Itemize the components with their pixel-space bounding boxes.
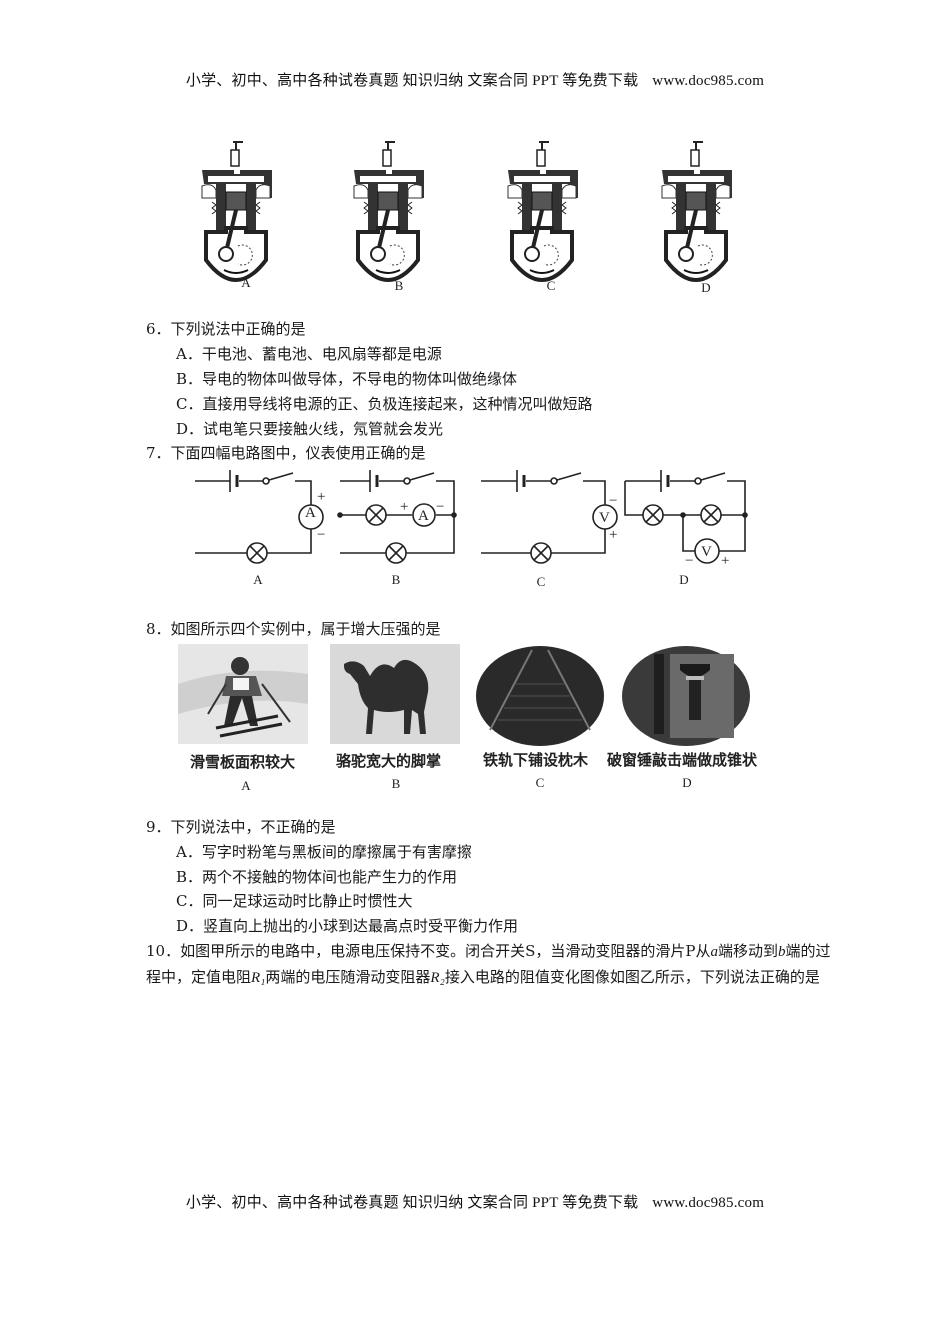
circuit-label-d: D xyxy=(679,572,689,587)
q6-stem: 6．下列说法中正确的是 xyxy=(146,320,306,338)
svg-text:−: − xyxy=(317,527,325,543)
footer-text: 小学、初中、高中各种试卷真题 知识归纳 文案合同 PPT 等免费下载 xyxy=(185,1195,639,1211)
var-a: a xyxy=(710,944,718,960)
q10-stem: 10．如图甲所示的电路中，电源电压保持不变。闭合开关S，当滑动变阻器的滑片P从a… xyxy=(146,942,831,986)
photo-label-a: A xyxy=(241,778,251,793)
svg-text:−: − xyxy=(436,499,444,515)
camel-photo-icon xyxy=(330,644,460,744)
svg-text:V: V xyxy=(701,544,712,560)
svg-text:+: + xyxy=(317,489,325,505)
photo-caption-d: 破窗锤敲击端做成锥状 xyxy=(607,751,758,769)
q9-option-c: C．同一足球运动时比静止时惯性大 xyxy=(176,892,413,910)
header-url: www.doc985.com xyxy=(652,73,765,89)
q9-option-d: D．竖直向上抛出的小球到达最高点时受平衡力作用 xyxy=(176,917,519,935)
circuit-label-a: A xyxy=(253,572,263,587)
var-r2: R₂ xyxy=(430,970,445,986)
photo-caption-b: 骆驼宽大的脚掌 xyxy=(336,752,442,770)
svg-text:V: V xyxy=(599,510,610,526)
photo-caption-a: 滑雪板面积较大 xyxy=(190,753,296,771)
engine-label-b: B xyxy=(394,278,404,293)
photo-label-c: C xyxy=(535,775,545,790)
engine-b-icon xyxy=(352,140,426,282)
svg-text:−: − xyxy=(609,493,617,509)
engine-label-a: A xyxy=(241,275,251,290)
svg-text:+: + xyxy=(400,499,408,515)
ammeter-a-glyph: A xyxy=(305,505,316,521)
header-text: 小学、初中、高中各种试卷真题 知识归纳 文案合同 PPT 等免费下载 xyxy=(185,73,639,89)
circuit-label-c: C xyxy=(536,574,546,589)
q8-stem: 8．如图所示四个实例中，属于增大压强的是 xyxy=(146,620,441,638)
railway-photo-icon xyxy=(476,646,604,746)
photo-label-d: D xyxy=(682,775,692,790)
q6-option-c: C．直接用导线将电源的正、负极连接起来，这种情况叫做短路 xyxy=(176,395,593,413)
q9-option-b: B．两个不接触的物体间也能产生力的作用 xyxy=(176,868,458,886)
q8-photos xyxy=(178,644,750,746)
svg-text:−: − xyxy=(685,553,693,569)
page-header: 小学、初中、高中各种试卷真题 知识归纳 文案合同 PPT 等免费下载 www.do… xyxy=(0,69,950,90)
photo-label-b: B xyxy=(391,776,401,791)
circuit-c: V − + xyxy=(481,470,618,564)
circuit-a xyxy=(195,470,324,564)
skier-photo-icon xyxy=(178,644,308,744)
q6-option-d: D．试电笔只要接触火线，氖管就会发光 xyxy=(176,420,444,438)
q6-option-a: A．干电池、蓄电池、电风扇等都是电源 xyxy=(176,345,442,363)
circuit-b: A + − xyxy=(337,470,457,564)
engine-a-icon xyxy=(200,140,274,282)
q9-stem: 9．下列说法中，不正确的是 xyxy=(146,818,336,836)
var-r1: R₁ xyxy=(251,970,266,986)
page-footer: 小学、初中、高中各种试卷真题 知识归纳 文案合同 PPT 等免费下载 www.do… xyxy=(0,1191,950,1212)
q6-option-b: B．导电的物体叫做导体，不导电的物体叫做绝缘体 xyxy=(176,370,518,388)
engine-figures xyxy=(200,140,734,282)
q9-option-a: A．写字时粉笔与黑板间的摩擦属于有害摩擦 xyxy=(176,843,472,861)
engine-label-d: D xyxy=(701,280,711,295)
var-b: b xyxy=(777,944,786,960)
svg-text:+: + xyxy=(721,553,729,569)
svg-text:+: + xyxy=(609,527,617,543)
hammer-photo-icon xyxy=(622,646,750,746)
engine-label-c: C xyxy=(546,278,556,293)
footer-url: www.doc985.com xyxy=(652,1195,765,1211)
circuit-d: V − + xyxy=(624,470,748,569)
circuit-label-b: B xyxy=(391,572,401,587)
q7-stem: 7．下面四幅电路图中，仪表使用正确的是 xyxy=(146,444,426,462)
engine-c-icon xyxy=(506,140,580,282)
engine-d-icon xyxy=(660,140,734,282)
circuit-diagrams: A + − A + − V − + xyxy=(195,470,748,569)
photo-caption-c: 铁轨下铺设枕木 xyxy=(483,751,589,769)
svg-text:A: A xyxy=(418,508,429,524)
